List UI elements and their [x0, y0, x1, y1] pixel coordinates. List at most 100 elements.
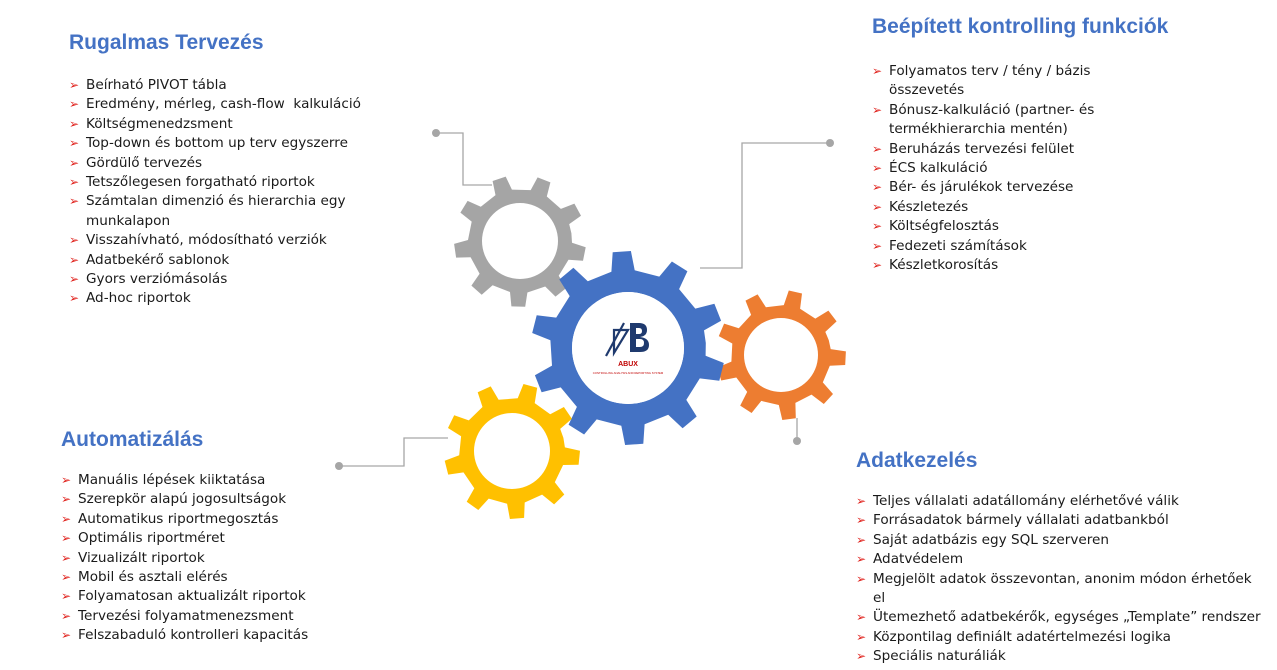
list-item-text: Beírható PIVOT tábla [86, 77, 227, 93]
arrow-bullet-icon: ➢ [69, 155, 80, 170]
list-item-text: Optimális riportméret [78, 530, 225, 547]
list-item-text: Ad-hoc riportok [86, 290, 191, 307]
connector-top-left [436, 132, 492, 186]
list-item: ➢Automatikus riportmegosztás [61, 510, 361, 529]
list-item: ➢ Folyamatos terv / tény / bázis összevet… [872, 62, 1119, 101]
logo-mark-slash [605, 322, 625, 357]
list-item: ➢ Mobil és asztali elérés [61, 568, 361, 587]
bullet-list: ➢Teljes vállalati adatállomány elérhetőv… [856, 492, 1266, 667]
list-item-text: Manuális lépések kiiktatása [78, 472, 266, 488]
list-item-text: Beruházás tervezési felület [889, 140, 1075, 157]
arrow-bullet-icon: ➢ [69, 272, 80, 287]
list-item: ➢Megjelölt adatok összevontan, anonim mó… [856, 570, 1266, 609]
arrow-bullet-icon: ➢ [872, 64, 883, 78]
list-item-text: Automatikus riportmegosztás [78, 510, 279, 527]
logo-icon [605, 322, 649, 357]
list-item: ➢Készletezés [872, 198, 1119, 217]
arrow-bullet-icon: ➢ [61, 628, 72, 643]
list-item: ➢ ÉCS kalkuláció [872, 159, 1119, 178]
list-item: ➢Adatbekérő sablonok [69, 251, 376, 270]
gear-yellow [444, 384, 580, 519]
arrow-bullet-icon: ➢ [61, 550, 72, 565]
connector-top-right [700, 142, 830, 269]
list-item-text: Költségfelosztás [889, 218, 999, 235]
list-item-text: Folyamatosan aktualizált riportok [78, 588, 306, 605]
section-automatizalas: Automatizálás ➢ Manuális lépések kiiktatá… [61, 427, 361, 646]
list-item-text: Eredmény, mérleg, cash-flow kalkuláció [86, 96, 361, 113]
list-item-text: Felszabaduló kontrolleri kapacitás [78, 627, 309, 644]
arrow-bullet-icon: ➢ [61, 531, 72, 546]
section-adatkezeles: Adatkezelés ➢Teljes vállalati adatállomá… [856, 448, 1266, 667]
list-item: ➢Saját adatbázis egy SQL szerveren [856, 531, 1266, 550]
arrow-bullet-icon: ➢ [69, 97, 80, 112]
arrow-bullet-icon: ➢ [69, 78, 80, 92]
connector-dot [826, 139, 834, 147]
arrow-bullet-icon: ➢ [872, 180, 883, 195]
arrow-bullet-icon: ➢ [61, 473, 72, 487]
logo-mark-b [630, 323, 649, 352]
arrow-bullet-icon: ➢ [856, 513, 867, 528]
list-item-text: Folyamatos terv / tény / bázis összeveté… [889, 63, 1095, 99]
list-item-text: Tervezési folyamatmenezsment [78, 607, 294, 624]
arrow-bullet-icon: ➢ [872, 102, 883, 117]
section-title: Adatkezelés [856, 449, 978, 472]
list-item: ➢Gyors verziómásolás [69, 270, 376, 289]
gear-orange [717, 290, 846, 420]
list-item: ➢Költségfelosztás [872, 217, 1119, 236]
list-item: ➢Készletkorosítás [872, 256, 1119, 275]
connector-dot [432, 129, 440, 137]
list-item-text: Mobil és asztali elérés [78, 569, 228, 586]
list-item-text: Visszahívható, módosítható verziók [86, 232, 327, 249]
arrow-bullet-icon: ➢ [69, 116, 80, 131]
list-item: ➢Vizualizált riportok [61, 549, 361, 568]
list-item: ➢Beruházás tervezési felület [872, 140, 1119, 159]
bullet-list: ➢ Beírható PIVOT tábla ➢ Eredmény, mérleg, … [69, 76, 369, 309]
list-item-text: Speciális naturáliák [873, 648, 1006, 665]
list-item: ➢Szerepkör alapú jogosultságok [61, 490, 361, 509]
list-item-text: Készletezés [889, 198, 969, 215]
list-item-text: Adatvédelem [873, 551, 964, 568]
bullet-list: ➢ Manuális lépések kiiktatása ➢Szerepkör a… [61, 471, 361, 646]
list-item-text: ÉCS kalkuláció [889, 160, 988, 177]
arrow-bullet-icon: ➢ [69, 194, 80, 209]
list-item: ➢ Eredmény, mérleg, cash-flow kalkuláció [69, 95, 376, 114]
list-item-text: Költségmenedzsment [86, 115, 233, 132]
logo-name: ABUX [618, 361, 638, 368]
arrow-bullet-icon: ➢ [856, 552, 867, 567]
list-item: ➢ Visszahívható, módosítható verziók [69, 231, 376, 250]
list-item-text: Ütemezhető adatbekérők, egységes „Templa… [873, 609, 1261, 626]
arrow-bullet-icon: ➢ [856, 532, 867, 547]
arrow-bullet-icon: ➢ [61, 570, 72, 585]
arrow-bullet-icon: ➢ [61, 608, 72, 623]
section-kontrolling: Beépített kontrolling funkciók ➢Folyamat… [872, 14, 1202, 275]
arrow-bullet-icon: ➢ [872, 161, 883, 176]
list-item: ➢ Beírható PIVOT tábla [69, 76, 376, 95]
list-item: ➢Teljes vállalati adatállomány elérhetőv… [856, 492, 1266, 511]
list-item: ➢Forrásadatok bármely vállalati adatbank… [856, 511, 1266, 530]
list-item: ➢ Tervezési folyamatmenezsment [61, 607, 361, 626]
list-item: ➢Ad-hoc riportok [69, 289, 376, 308]
bullet-list: ➢ Folyamatos terv / tény / bázis összevet… [872, 62, 1202, 275]
logo-background [572, 292, 684, 404]
list-item-text: Számtalan dimenzió és hierarchia egy mun… [86, 193, 350, 229]
arrow-bullet-icon: ➢ [69, 233, 80, 248]
connector-dot [335, 462, 343, 470]
connector-dot [793, 437, 801, 445]
list-item: ➢ Optimális riportméret [61, 529, 361, 548]
list-item: ➢ Adatvédelem [856, 550, 1266, 569]
arrow-bullet-icon: ➢ [61, 492, 72, 507]
list-item: ➢Központilag definiált adatértelmezési l… [856, 628, 1266, 647]
list-item: ➢ Ütemezhető adatbekérők, egységes „Templ… [856, 608, 1266, 627]
list-item: ➢Tetszőlegesen forgatható riportok [69, 173, 376, 192]
arrow-bullet-icon: ➢ [856, 629, 867, 644]
list-item-text: Tetszőlegesen forgatható riportok [86, 174, 315, 191]
list-item: ➢Gördülő tervezés [69, 154, 376, 173]
arrow-bullet-icon: ➢ [856, 610, 867, 625]
list-item: ➢Bér- és járulékok tervezése [872, 178, 1119, 197]
section-title: Automatizálás [61, 428, 204, 451]
gear-gray [454, 176, 586, 307]
arrow-bullet-icon: ➢ [69, 136, 80, 151]
list-item-text: Bónusz-kalkuláció (partner- és termékhie… [889, 101, 1099, 138]
list-item-text: Fedezeti számítások [889, 237, 1027, 254]
